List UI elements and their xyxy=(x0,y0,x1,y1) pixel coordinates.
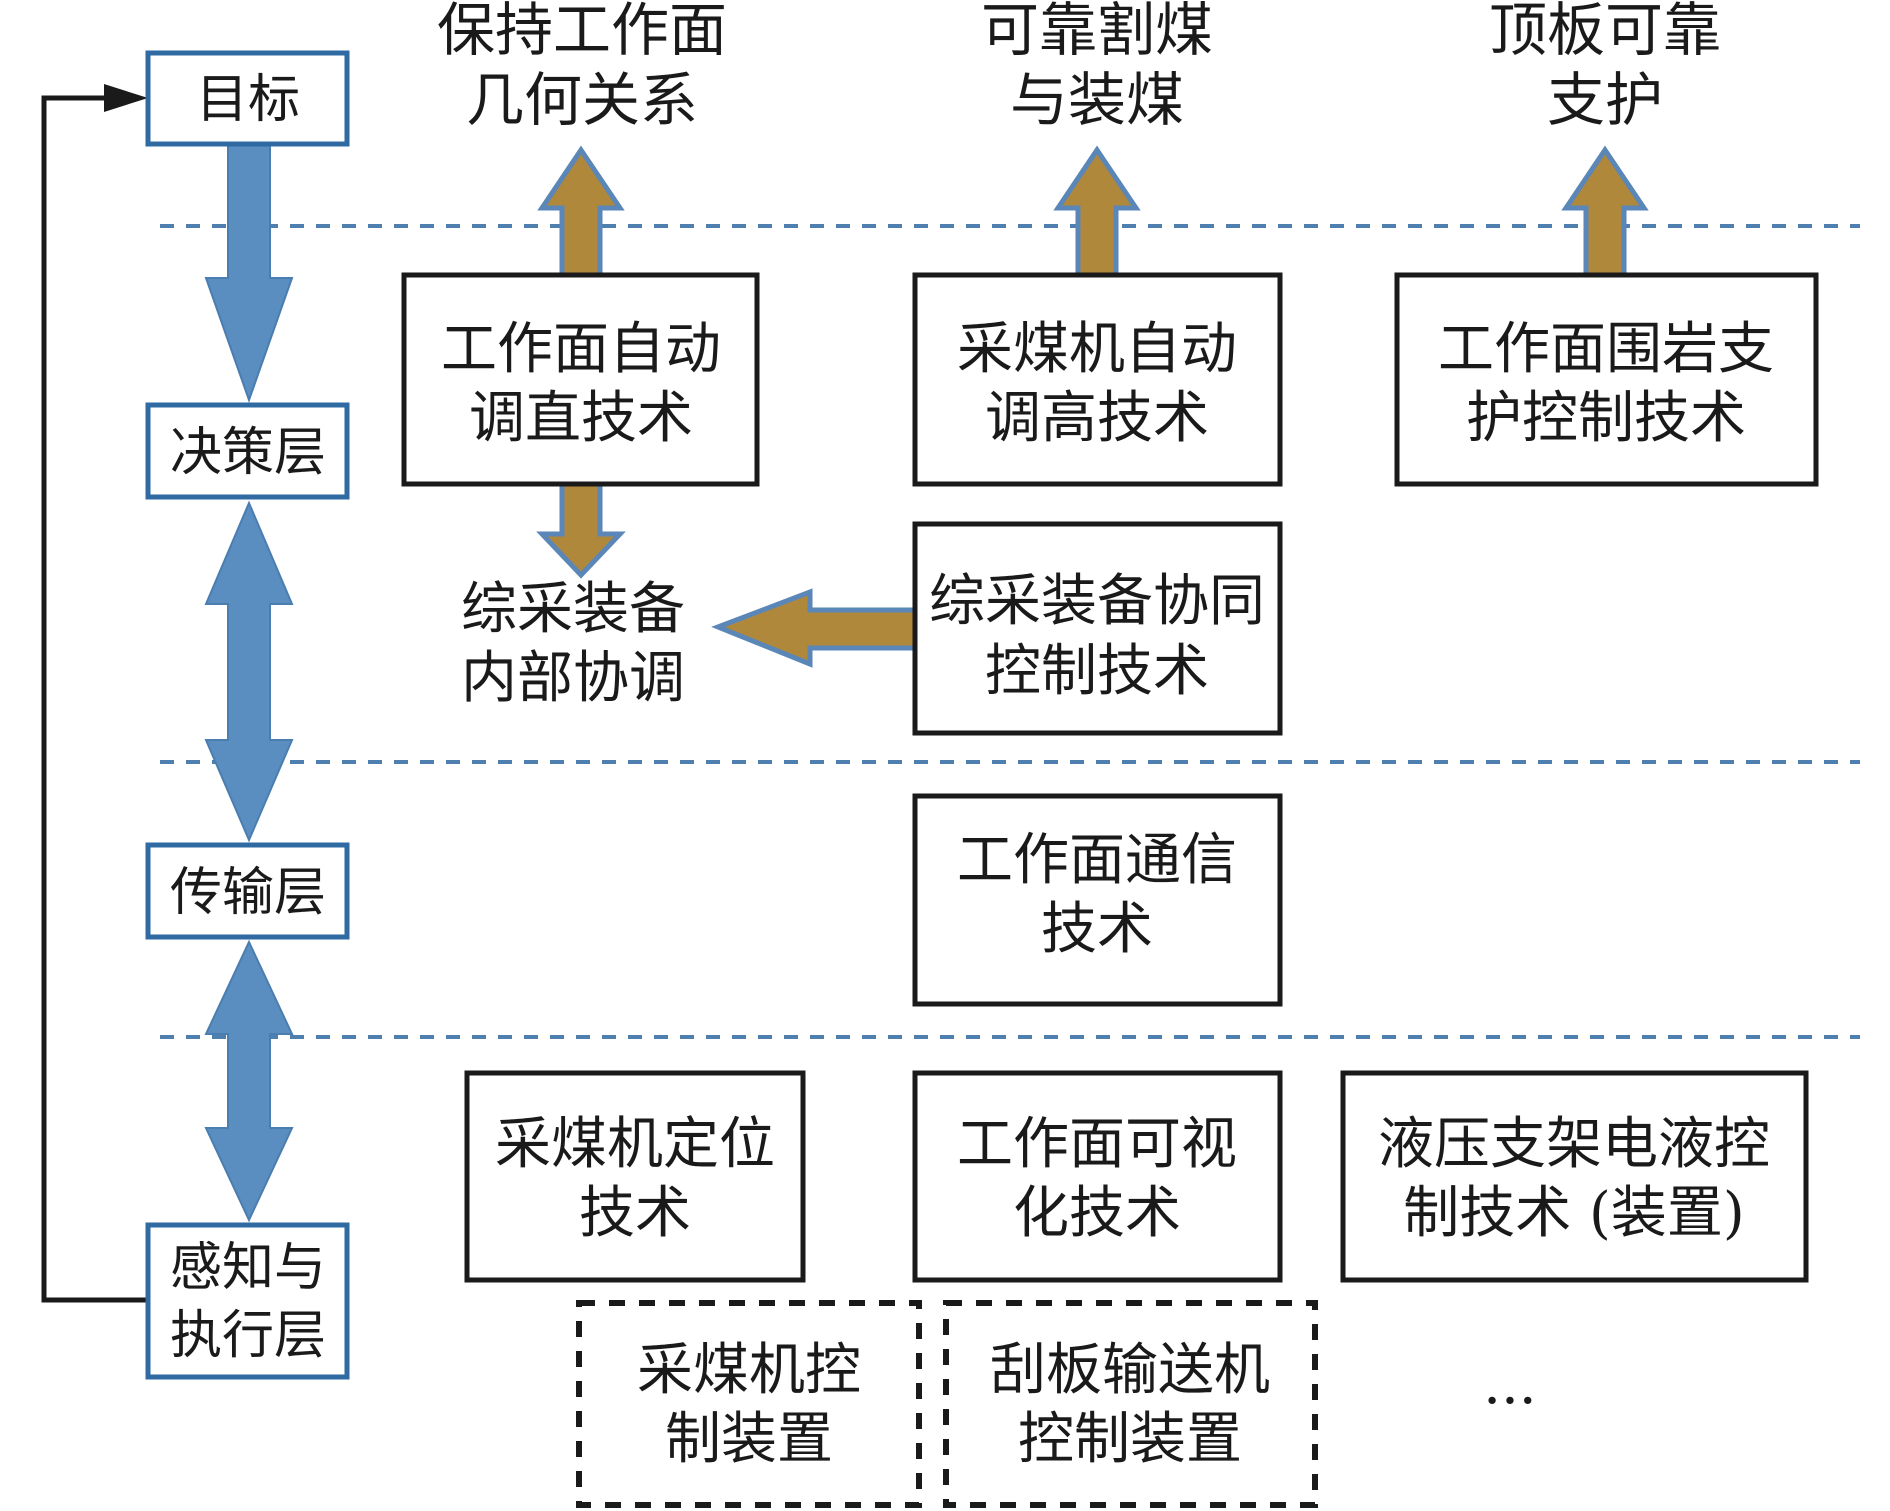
goal-cutting: 可靠割煤 与装煤 xyxy=(981,0,1213,134)
box-conveyor-device-line1: 刮板输送机 xyxy=(990,1338,1270,1403)
box-conveyor-control-device: 刮板输送机 控制装置 xyxy=(943,1300,1318,1508)
layer-perception-label-line2: 执行层 xyxy=(170,1306,326,1366)
box-auto-straightening: 工作面自动 调直技术 xyxy=(401,272,760,487)
goal-roof-line2: 支护 xyxy=(1547,66,1663,134)
box-shearer-device-line1: 采煤机控 xyxy=(637,1338,861,1403)
box-auto-height-line1: 采煤机自动 xyxy=(957,317,1237,382)
layer-perception-label-line1: 感知与 xyxy=(170,1238,326,1298)
box-hydraulic-line2: 制技术 (装置) xyxy=(1403,1181,1745,1246)
feedback-loop-arrow xyxy=(41,84,148,1303)
layer-goal-label: 目标 xyxy=(196,70,300,130)
goal-geometry-line2: 几何关系 xyxy=(466,66,698,134)
box-positioning-line2: 技术 xyxy=(579,1181,691,1246)
box-auto-straightening-line1: 工作面自动 xyxy=(441,317,721,382)
box-communication-line2: 技术 xyxy=(1041,897,1153,962)
box-coordination-line1: 综采装备协同 xyxy=(929,569,1265,634)
layer-transmission: 传输层 xyxy=(145,842,350,940)
internal-coordination-line1: 综采装备 xyxy=(461,577,685,642)
box-equipment-coordination: 综采装备协同 控制技术 xyxy=(912,521,1283,736)
box-coordination-line2: 控制技术 xyxy=(985,639,1209,704)
box-communication-line1: 工作面通信 xyxy=(957,828,1237,893)
layer-perception-execution: 感知与 执行层 xyxy=(145,1222,350,1380)
box-roof-support-line1: 工作面围岩支 xyxy=(1438,317,1774,382)
box-conveyor-device-line2: 控制装置 xyxy=(1018,1407,1242,1472)
box-roof-support-line2: 护控制技术 xyxy=(1466,386,1746,451)
goal-to-decision-arrow xyxy=(204,143,294,404)
goal-geometry: 保持工作面 几何关系 xyxy=(437,0,727,134)
box-face-visualization: 工作面可视 化技术 xyxy=(912,1070,1283,1283)
goal-roof-support: 顶板可靠 支护 xyxy=(1489,0,1721,134)
box-positioning-line1: 采煤机定位 xyxy=(495,1112,775,1177)
decision-transmission-double-arrow xyxy=(204,500,294,843)
box-visualization-line1: 工作面可视 xyxy=(957,1112,1237,1177)
box-hydraulic-support-control: 液压支架电液控 制技术 (装置) xyxy=(1340,1070,1809,1283)
layer-transmission-label: 传输层 xyxy=(170,863,326,923)
goal-geometry-line1: 保持工作面 xyxy=(437,0,727,64)
box-hydraulic-line1: 液压支架电液控 xyxy=(1378,1112,1770,1177)
box-auto-height-line2: 调高技术 xyxy=(985,386,1209,451)
box-shearer-control-device: 采煤机控 制装置 xyxy=(576,1300,922,1508)
more-devices-ellipsis: ··· xyxy=(1483,1369,1536,1434)
transmission-perception-double-arrow xyxy=(204,939,294,1223)
box-roof-support-control: 工作面围岩支 护控制技术 xyxy=(1394,272,1819,487)
goal-cutting-line2: 与装煤 xyxy=(1010,66,1184,134)
layer-decision: 决策层 xyxy=(145,402,350,500)
box-face-communication: 工作面通信 技术 xyxy=(912,793,1283,1007)
layer-decision-label: 决策层 xyxy=(170,423,326,483)
box-shearer-positioning: 采煤机定位 技术 xyxy=(464,1070,806,1283)
height-to-goal-arrow xyxy=(1053,145,1141,278)
support-to-goal-arrow xyxy=(1561,145,1649,278)
internal-coordination: 综采装备 内部协调 xyxy=(461,577,685,711)
box-auto-straightening-line2: 调直技术 xyxy=(469,386,693,451)
coordination-to-internal-arrow xyxy=(711,588,918,668)
goal-roof-line1: 顶板可靠 xyxy=(1489,0,1721,64)
goal-cutting-line1: 可靠割煤 xyxy=(981,0,1213,64)
box-auto-height: 采煤机自动 调高技术 xyxy=(912,272,1283,487)
internal-coordination-line2: 内部协调 xyxy=(461,646,685,711)
straightening-to-internal-arrow xyxy=(536,481,626,579)
layer-goal: 目标 xyxy=(145,50,350,147)
straightening-to-goal-arrow xyxy=(537,145,625,278)
box-shearer-device-line2: 制装置 xyxy=(665,1407,833,1472)
box-visualization-line2: 化技术 xyxy=(1013,1181,1181,1246)
